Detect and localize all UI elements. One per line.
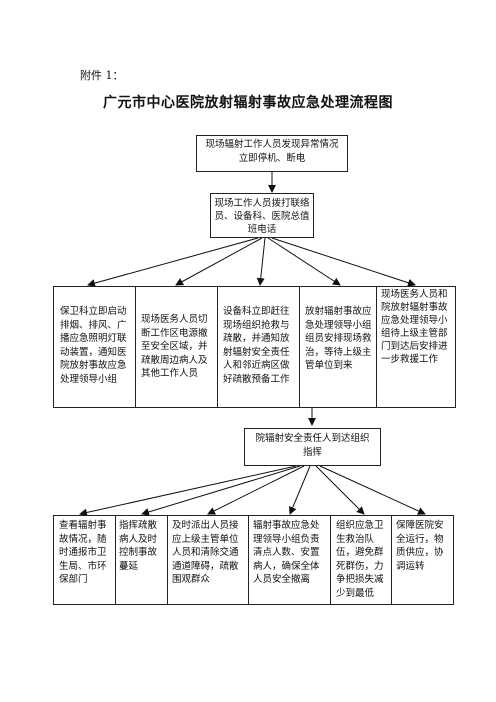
arrow-step3-to-r2-1: [79, 465, 297, 517]
step-commander-arrives: 院辐射安全责任人到达组织指挥: [244, 428, 381, 466]
attachment-label: 附件 1：: [80, 69, 124, 82]
row2-box-4: 辐射事故应急处理领导小组负责清点人数、安置病人，确保全体人员安全撤离: [248, 515, 331, 605]
row2-box-5: 组织应急卫生救治队伍，避免群死群伤，力争把损失减少到最低: [330, 515, 392, 605]
row1-box-1: 保卫科立即启动排烟、排风、广播应急照明灯联动装置，通知医院放射事故应急处理领导小…: [53, 286, 136, 408]
row1-box-1-text: 保卫科立即启动排烟、排风、广播应急照明灯联动装置，通知医院放射事故应急处理领导小…: [60, 306, 127, 385]
arrow-step2-to-r1-4: [267, 237, 341, 286]
row2-box-1-text: 查看辐射事故情况，随时通报市卫生局、市环保部门: [59, 520, 107, 585]
arrow-step3-to-r2-5: [315, 465, 365, 515]
row2-box-4-text: 辐射事故应急处理领导小组负责清点人数、安置病人，确保全体人员安全撤离: [253, 520, 320, 585]
row2-box-6-text: 保障医院安全运行，物质供应，协调运转: [396, 520, 444, 572]
arrow-step3-to-r2-2: [141, 465, 301, 516]
row1-box-4: 放射辐射事故应急处理领导小组组员安排现场救治，等待上级主管单位到来: [299, 286, 377, 408]
row1-box-2-text: 现场医务人员切断工作区电源撤至安全区域，并疏散周边病人及其他工作人员: [141, 314, 208, 379]
row2-box-2: 指挥疏散病人及时控制事故蔓延: [115, 515, 168, 605]
row1-box-3: 设备科立即赶往现场组织抢救与疏散，并通知放射辐射安全责任人和邻近病区做好疏散预备…: [217, 286, 300, 408]
page-title: 广元市中心医院放射辐射事故应急处理流程图: [103, 95, 393, 111]
step-start-text: 现场辐射工作人员发现异常情况立即停机、断电: [205, 139, 339, 164]
row1-box-2: 现场医务人员切断工作区电源撤至安全区域，并疏散周边病人及其他工作人员: [135, 286, 218, 408]
arrow-step2-to-r1-1: [87, 237, 259, 287]
arrow-step3-to-r2-4: [289, 465, 311, 515]
row1-box-5: 现场医务人员和院放射辐射事故应急处理领导小组待上级主管部门到达后安排进一步救援工…: [376, 286, 456, 408]
step-call-contacts: 现场工作人员拨打联络员、设备科、医院总值班电话: [210, 193, 314, 238]
step-start: 现场辐射工作人员发现异常情况立即停机、断电: [196, 135, 348, 172]
step-call-contacts-text: 现场工作人员拨打联络员、设备科、医院总值班电话: [214, 198, 310, 235]
row2-box-2-text: 指挥疏散病人及时控制事故蔓延: [119, 520, 158, 572]
arrow-step3-to-r2-6: [319, 465, 426, 515]
row1-box-5-text: 现场医务人员和院放射辐射事故应急处理领导小组待上级主管部门到达后安排进一步救援工…: [381, 289, 448, 365]
row2-box-3-text: 及时派出人员接应上级主管单位人员和清除交通通道障碍，疏散围观群众: [172, 520, 239, 585]
step-commander-arrives-text: 院辐射安全责任人到达组织指挥: [255, 433, 370, 458]
row2-box-5-text: 组织应急卫生救治队伍，避免群死群伤，力争把损失减少到最低: [336, 520, 384, 599]
row1-box-3-text: 设备科立即赶往现场组织抢救与疏散，并通知放射辐射安全责任人和邻近病区做好疏散预备…: [223, 306, 290, 385]
row1-box-4-text: 放射辐射事故应急处理领导小组组员安排现场救治，等待上级主管单位到来: [305, 306, 372, 371]
arrow-step3-to-r2-3: [207, 465, 305, 515]
arrow-step2-to-r1-2: [175, 237, 263, 286]
arrow-step2-to-r1-3: [256, 237, 266, 286]
row2-box-3: 及时派出人员接应上级主管单位人员和清除交通通道障碍，疏散围观群众: [167, 515, 249, 605]
row2-box-6: 保障医院安全运行，物质供应，协调运转: [391, 515, 454, 605]
row2-box-1: 查看辐射事故情况，随时通报市卫生局、市环保部门: [53, 515, 116, 605]
arrow-step2-to-r1-5: [271, 237, 416, 287]
